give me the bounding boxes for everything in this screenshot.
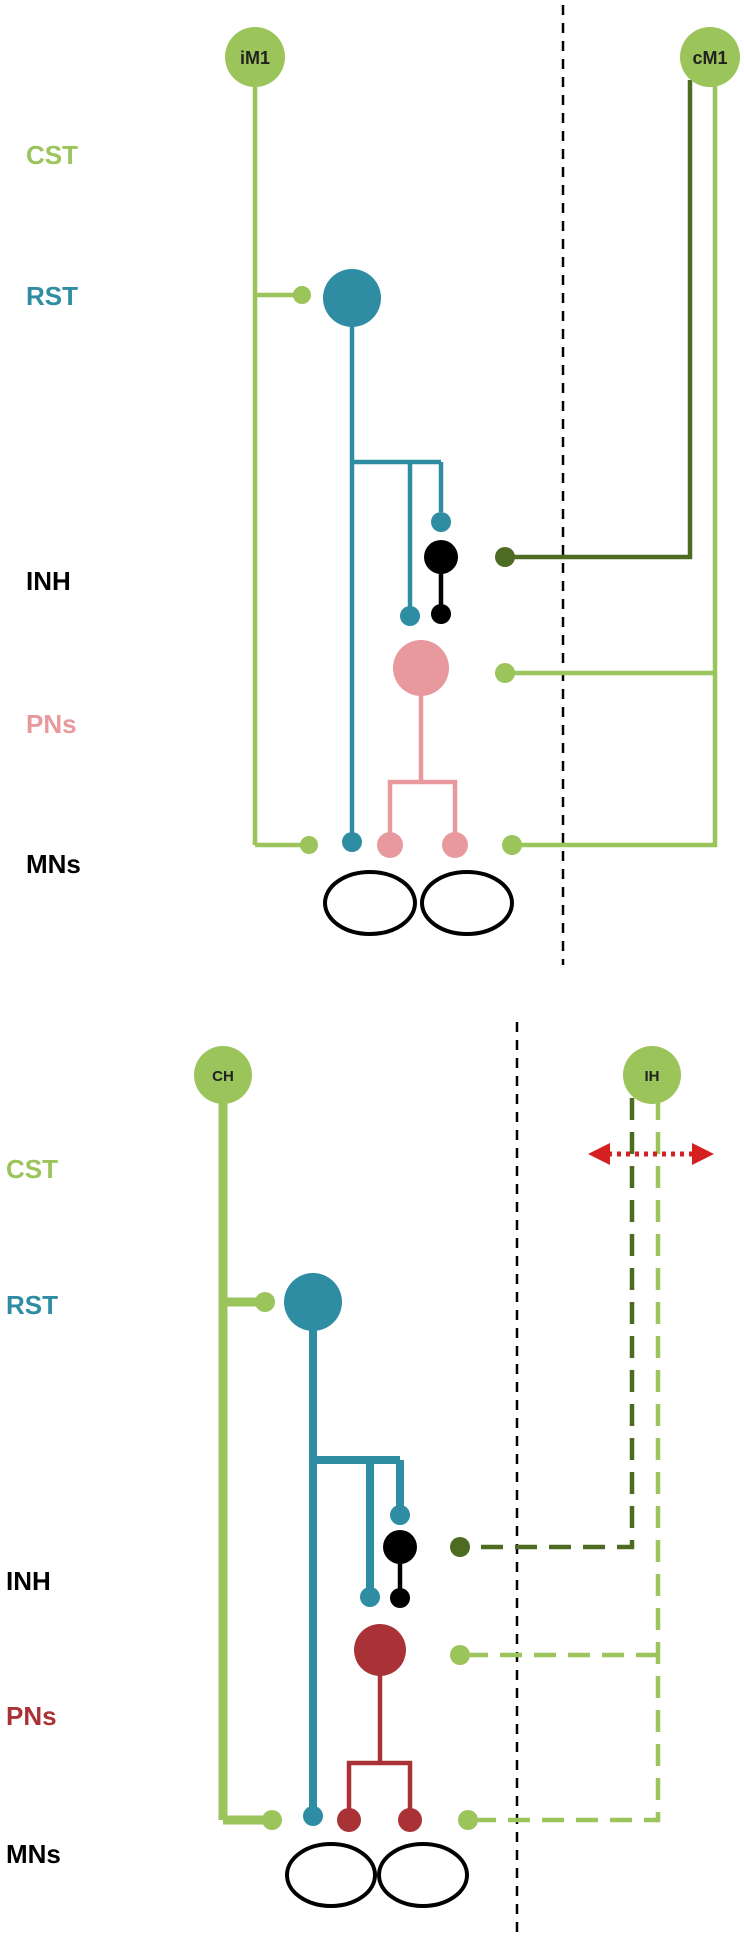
bottom-rst-synapse-inh-soma (360, 1587, 380, 1607)
bottom-label-rst: RST (6, 1290, 58, 1320)
top-inh-soma (424, 540, 458, 574)
top-cst-contra-pathway (510, 80, 718, 848)
top-label-inh: INH (26, 566, 71, 596)
bottom-interhemispheric-arrow-icon (588, 1143, 714, 1165)
top-cst-synapse-rst (293, 286, 311, 304)
bottom-pn-pathway (346, 1672, 413, 1816)
top-pn-soma (393, 640, 449, 696)
top-cm1-synapse-pn (495, 663, 515, 683)
bottom-panel: CST RST INH PNs MNs CH IH (6, 1022, 714, 1938)
top-pn-pathway (387, 690, 458, 840)
top-panel: CST RST INH PNs MNs iM1 cM1 (26, 5, 740, 965)
top-node-im1-label: iM1 (240, 48, 270, 68)
top-mn-left (323, 870, 417, 936)
bottom-node-ch (194, 1046, 252, 1104)
bottom-node-ih-label: IH (645, 1068, 660, 1085)
top-cst-ipsi-pathway (252, 82, 307, 848)
top-label-pns: PNs (26, 709, 77, 739)
bottom-rst-pathway (309, 1310, 404, 1812)
top-node-im1 (225, 27, 285, 87)
bottom-label-pns: PNs (6, 1701, 57, 1731)
bottom-rst-synapse-inh-top (390, 1505, 410, 1525)
bottom-node-ih (623, 1046, 681, 1104)
bottom-rst-synapse-mn (303, 1806, 323, 1826)
top-rst-synapse-mn (342, 832, 362, 852)
bottom-inh-soma (383, 1530, 417, 1564)
top-node-cm1 (680, 27, 740, 87)
bottom-ih-synapse-mn (458, 1810, 478, 1830)
bottom-cst-synapse-rst (255, 1292, 275, 1312)
top-pn-terminal-right (442, 832, 468, 858)
bottom-label-mns: MNs (6, 1839, 61, 1869)
top-inh-terminal (431, 604, 451, 624)
top-node-cm1-label: cM1 (692, 48, 727, 68)
top-pn-terminal-left (377, 832, 403, 858)
bottom-ih-synapse-pn (450, 1645, 470, 1665)
top-mn-right (420, 870, 514, 936)
bottom-mn-left (285, 1842, 377, 1908)
top-cst-synapse-mn (300, 836, 318, 854)
bottom-cst-ch-pathway (218, 1098, 268, 1825)
top-rst-soma (323, 269, 381, 327)
bottom-cst-synapse-mn (262, 1810, 282, 1830)
top-label-rst: RST (26, 281, 78, 311)
bottom-node-ch-label: CH (212, 1068, 234, 1085)
bottom-mn-right (377, 1842, 469, 1908)
top-cm1-synapse-mn (502, 835, 522, 855)
bottom-rst-soma (284, 1273, 342, 1331)
bottom-cst-ih-pathway (470, 1098, 661, 1823)
top-label-mns: MNs (26, 849, 81, 879)
bottom-inh-terminal (390, 1588, 410, 1608)
top-cm1-synapse-inh (495, 547, 515, 567)
bottom-label-cst: CST (6, 1154, 58, 1184)
bottom-pn-terminal-right (398, 1808, 422, 1832)
top-rst-pathway (349, 300, 444, 838)
top-rst-synapse-inh-soma (400, 606, 420, 626)
bottom-pn-soma (354, 1624, 406, 1676)
bottom-ih-synapse-inh (450, 1537, 470, 1557)
bottom-label-inh: INH (6, 1566, 51, 1596)
top-label-cst: CST (26, 140, 78, 170)
bottom-pn-terminal-left (337, 1808, 361, 1832)
top-rst-synapse-inh-top (431, 512, 451, 532)
